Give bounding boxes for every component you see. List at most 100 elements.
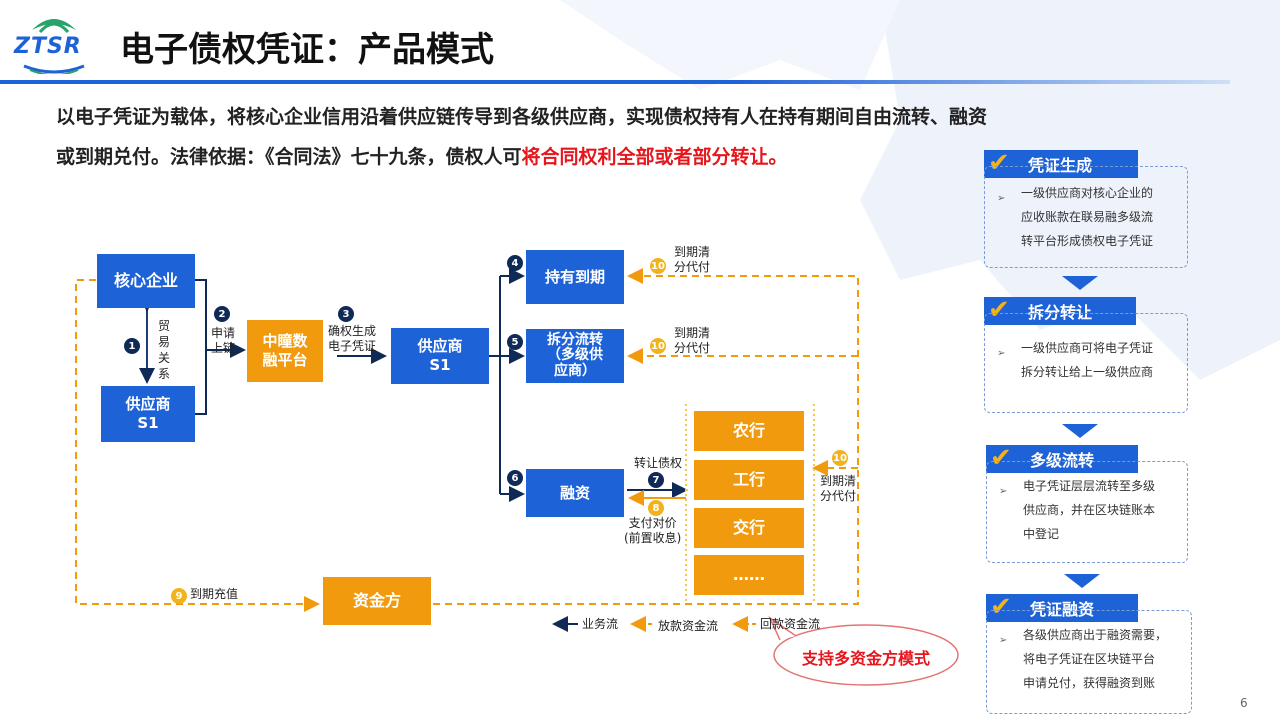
- legend-repay-label: 回款资金流: [760, 617, 821, 631]
- step-badge-7: 7: [648, 472, 664, 488]
- confirm-line-1: 确权生成: [328, 324, 377, 338]
- split-label-3: 应商）: [554, 362, 596, 379]
- title-underline: [0, 80, 1230, 84]
- trade-char-2: 易: [158, 335, 171, 349]
- panel-line: 电子凭证层层流转至多级: [1023, 479, 1156, 493]
- step-badge-10a: 10: [650, 258, 666, 274]
- page-number: 6: [1240, 696, 1248, 710]
- trade-relation-label: 贸 易 关 系: [158, 318, 172, 382]
- funder-box: 资金方: [323, 577, 431, 625]
- due-settle-label-2: 到期清 分代付: [674, 326, 710, 356]
- left-funding-loop: [75, 279, 320, 612]
- step-badge-10c: 10: [832, 450, 848, 466]
- panel-body-generate: ➢ 一级供应商对核心企业的 应收账款在联易融多级流 转平台形成债权电子凭证: [984, 166, 1188, 268]
- due-settle-1-line-2: 分代付: [674, 260, 711, 274]
- pay-price-line-2: (前置收息): [624, 531, 682, 545]
- pay-price-line-1: 支付对价: [628, 516, 677, 530]
- step-badge-3: 3: [338, 306, 354, 322]
- panel-line: 转平台形成债权电子凭证: [1021, 234, 1154, 248]
- transfer-debt-label: 转让债权: [634, 456, 683, 470]
- supplier-mid-box: 供应商 S1: [391, 328, 489, 384]
- panel-title-split: ✔ 拆分转让: [984, 295, 1136, 325]
- apply-chain-line-1: 申请: [211, 326, 236, 340]
- trade-char-3: 关: [158, 351, 171, 365]
- step-badge-5: 5: [507, 334, 523, 350]
- platform-label-1: 中瞳数: [262, 332, 308, 351]
- hold-to-maturity-box: 持有到期: [526, 250, 624, 304]
- confirm-label: 确权生成 电子凭证: [328, 324, 376, 354]
- step-badge-1: 1: [124, 338, 140, 354]
- apply-chain-line-2: 上链: [211, 341, 236, 355]
- panel-line: 一级供应商可将电子凭证: [1021, 341, 1154, 355]
- due-settle-3-line-2: 分代付: [820, 489, 857, 503]
- panel-title-text: 拆分转让: [1028, 303, 1093, 322]
- panel-title-text: 凭证融资: [1030, 600, 1095, 619]
- legend-business-label: 业务流: [582, 617, 619, 631]
- due-settle-label-1: 到期清 分代付: [674, 245, 710, 275]
- right-funding-loop: [433, 268, 859, 605]
- panel-body-split: ➢ 一级供应商可将电子凭证 拆分转让给上一级供应商: [984, 313, 1188, 413]
- step-badge-2: 2: [214, 306, 230, 322]
- panel-line: 申请兑付，获得融资到账: [1023, 676, 1156, 690]
- intro-highlight: 将合同权利全部或者部分转让。: [521, 146, 788, 168]
- step-badge-4: 4: [507, 255, 523, 271]
- panel-line: 将电子凭证在区块链平台: [1023, 652, 1156, 666]
- bank-more-box: ……: [694, 555, 804, 595]
- pay-price-label: 支付对价 (前置收息): [624, 516, 681, 546]
- panel-line: 中登记: [1023, 527, 1060, 541]
- panel-line: 供应商，并在区块链账本: [1023, 503, 1156, 517]
- panel-title-text: 凭证生成: [1028, 156, 1093, 175]
- callout-text: 支持多资金方模式: [801, 649, 930, 668]
- split-label-2: （多级供: [547, 347, 603, 364]
- due-settle-1-line-1: 到期清: [674, 245, 711, 259]
- supplier-s1-box: 供应商 S1: [101, 386, 195, 442]
- panel-title-multilevel: ✔ 多级流转: [986, 443, 1138, 473]
- panel-line: 拆分转让给上一级供应商: [1021, 365, 1154, 379]
- check-icon: ✔: [990, 443, 1012, 473]
- step-badge-9: 9: [171, 588, 187, 604]
- platform-box: 中瞳数 融平台: [247, 320, 323, 382]
- bank-abc-box: 农行: [694, 411, 804, 451]
- split-label-1: 拆分流转: [547, 331, 603, 348]
- bullet-arrow-icon: ➢: [999, 486, 1008, 497]
- core-enterprise-box: 核心企业: [97, 254, 195, 308]
- panel-body-multilevel: ➢ 电子凭证层层流转至多级 供应商，并在区块链账本 中登记: [986, 461, 1188, 563]
- apply-chain-bracket: [195, 279, 207, 415]
- supplier-s1-label: 供应商: [125, 395, 171, 414]
- split-transfer-box: 拆分流转 （多级供 应商）: [526, 329, 624, 383]
- due-settle-2-line-2: 分代付: [674, 341, 711, 355]
- down-arrow-icon: [1062, 424, 1098, 438]
- intro-line-1: 以电子凭证为载体，将核心企业信用沿着供应链传导到各级供应商，实现债权持有人在持有…: [56, 106, 988, 128]
- panel-line: 应收账款在联易融多级流: [1021, 210, 1154, 224]
- trade-char-4: 系: [158, 367, 171, 381]
- supplier-mid-code: S1: [429, 356, 451, 374]
- supplier-s1-code: S1: [137, 414, 159, 432]
- trade-char-1: 贸: [158, 319, 171, 333]
- bullet-arrow-icon: ➢: [997, 348, 1006, 359]
- down-arrow-icon: [1062, 276, 1098, 290]
- legend-loan-label: 放款资金流: [658, 619, 719, 633]
- panel-body-financing: ➢ 各级供应商出于融资需要， 将电子凭证在区块链平台 申请兑付，获得融资到账: [986, 610, 1192, 714]
- apply-chain-label: 申请 上链: [211, 326, 235, 356]
- bank-icbc-box: 工行: [694, 460, 804, 500]
- intro-line-2-text: 或到期兑付。法律依据：《合同法》七十九条，债权人可: [56, 146, 522, 168]
- panel-title-financing: ✔ 凭证融资: [986, 592, 1138, 622]
- due-settle-3-line-1: 到期清: [820, 474, 857, 488]
- platform-label-2: 融平台: [262, 351, 308, 369]
- down-arrow-icon: [1064, 574, 1100, 588]
- check-icon: ✔: [988, 148, 1010, 178]
- bullet-arrow-icon: ➢: [997, 193, 1006, 204]
- step-badge-6: 6: [507, 470, 523, 486]
- step-badge-8: 8: [648, 500, 664, 516]
- due-settle-label-3: 到期清 分代付: [820, 474, 856, 504]
- page-title: 电子债权凭证：产品模式: [120, 30, 494, 70]
- intro-line-2: 或到期兑付。法律依据：《合同法》七十九条，债权人可将合同权利全部或者部分转让。: [56, 142, 788, 169]
- due-settle-2-line-1: 到期清: [674, 326, 711, 340]
- panel-line: 各级供应商出于融资需要，: [1023, 628, 1168, 642]
- bullet-arrow-icon: ➢: [999, 635, 1008, 646]
- logo: ZTSR: [10, 8, 98, 76]
- panel-title-generate: ✔ 凭证生成: [984, 148, 1138, 178]
- due-recharge-label: 到期充值: [190, 587, 239, 601]
